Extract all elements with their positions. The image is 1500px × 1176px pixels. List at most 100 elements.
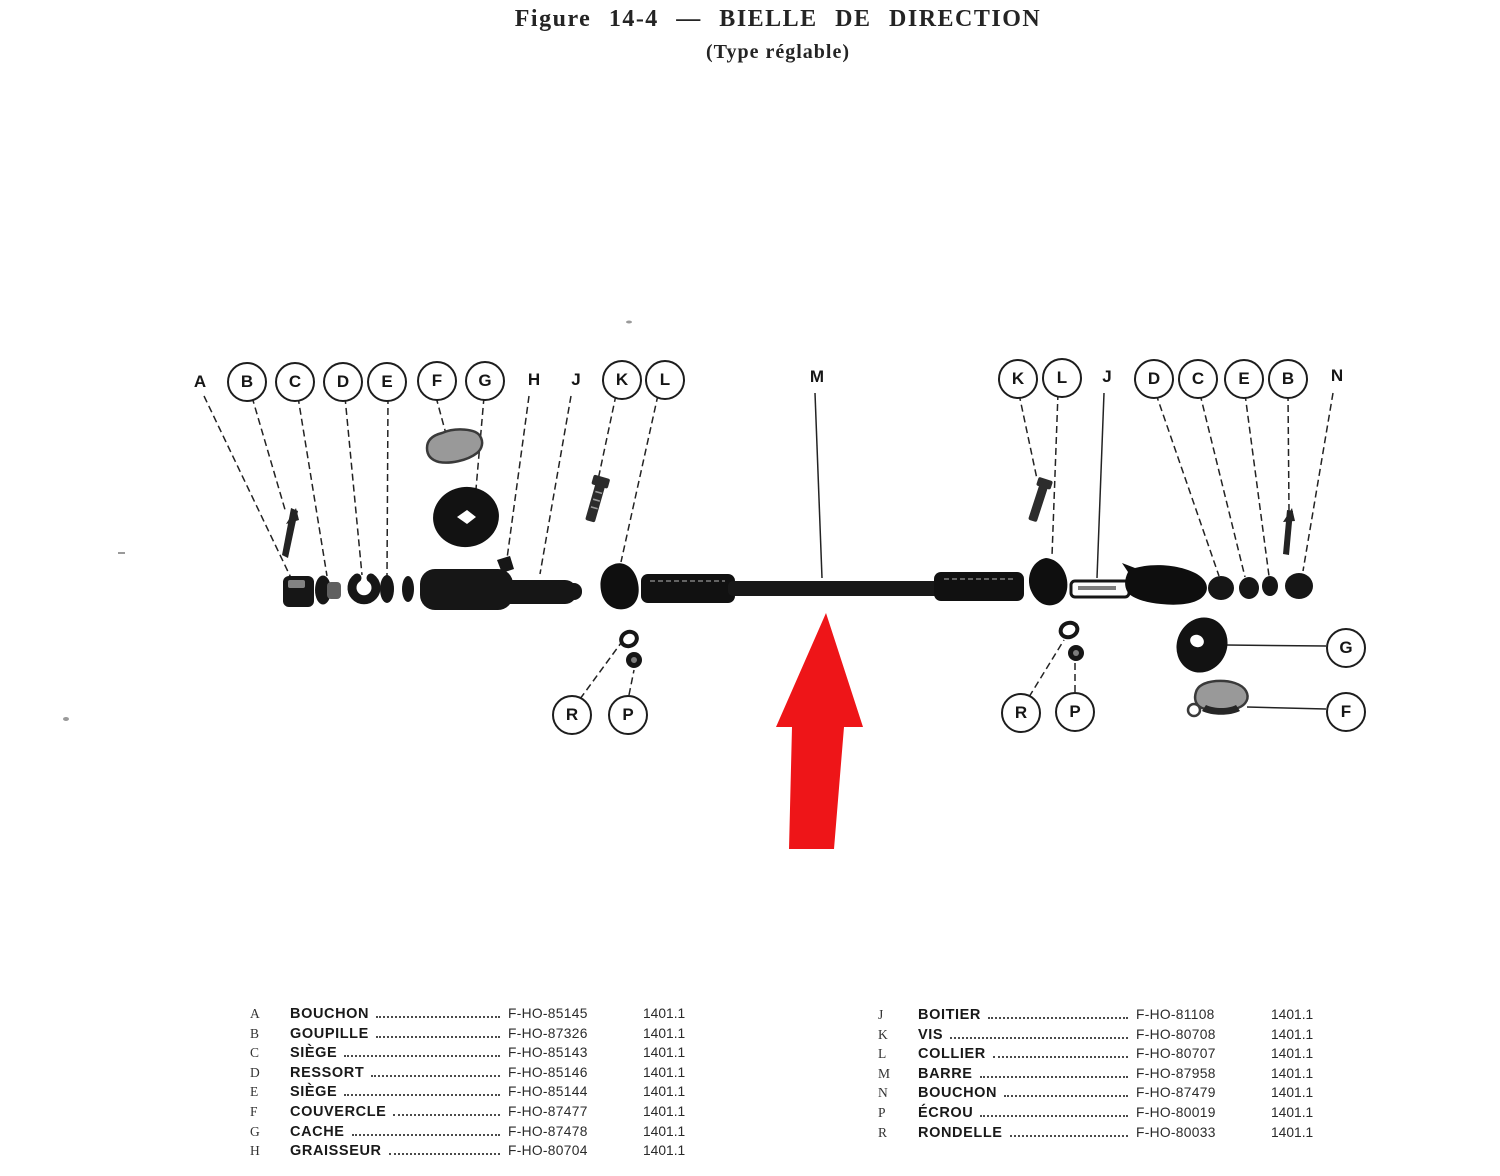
- leader-lines-solid: [814, 392, 1327, 710]
- part-number: F-HO-87478: [508, 1123, 588, 1139]
- part-number: F-HO-87326: [508, 1025, 588, 1041]
- part-boitier-left: [420, 556, 582, 610]
- part-page-ref: 1401.1: [643, 1084, 686, 1100]
- part-page-ref: 1401.1: [1271, 1124, 1314, 1140]
- part-siege-c-left: [315, 575, 341, 605]
- callout-label: M: [809, 367, 825, 386]
- callout-label: A: [193, 372, 207, 391]
- callout-label: J: [571, 370, 581, 389]
- callout-K-left: K: [602, 360, 642, 400]
- dot-leader: [351, 1133, 500, 1136]
- parts-row: E SIÈGE F-HO-85144 1401.1: [250, 1084, 710, 1104]
- red-arrow-annotation: [776, 613, 863, 849]
- dot-leader: [393, 1113, 500, 1116]
- leader-lines: [203, 392, 1334, 700]
- callout-label: N: [1330, 366, 1344, 385]
- callout-label: F: [1340, 702, 1352, 721]
- part-ressort-right: [1239, 577, 1259, 599]
- callout-label: R: [1014, 703, 1028, 722]
- callout-label: L: [1056, 368, 1068, 387]
- part-bouchon-right: [1285, 573, 1313, 599]
- callout-label: B: [240, 372, 254, 391]
- callout-label: R: [565, 705, 579, 724]
- part-siege-e-right: [1262, 576, 1278, 596]
- callout-label: J: [1102, 367, 1112, 386]
- parts-row: R RONDELLE F-HO-80033 1401.1: [878, 1125, 1338, 1145]
- callout-label: C: [288, 372, 302, 391]
- callout-J-left: J: [565, 369, 587, 391]
- part-page-ref: 1401.1: [1271, 1046, 1314, 1062]
- part-ref: M: [878, 1065, 891, 1081]
- part-number: F-HO-80019: [1136, 1104, 1216, 1120]
- dot-leader: [988, 1016, 1128, 1019]
- dot-leader: [980, 1114, 1128, 1117]
- callout-G-bottom: G: [1326, 628, 1366, 668]
- part-siege-c-right: [1208, 576, 1234, 600]
- scan-speckles: [63, 320, 632, 721]
- part-number: F-HO-87477: [508, 1103, 588, 1119]
- callout-B: B: [227, 362, 267, 402]
- part-name: COUVERCLE: [290, 1103, 387, 1120]
- callout-D: D: [323, 362, 363, 402]
- part-ref: R: [878, 1124, 888, 1140]
- dot-leader: [388, 1152, 500, 1156]
- callout-C: C: [275, 362, 315, 402]
- callout-L-right: L: [1042, 358, 1082, 398]
- callout-label: G: [478, 371, 492, 390]
- callout-H: H: [523, 369, 545, 391]
- dot-leader: [376, 1015, 500, 1018]
- part-name: COLLIER: [918, 1046, 986, 1063]
- part-couvercle-bottom: [1186, 679, 1249, 718]
- callout-label: G: [1339, 638, 1353, 657]
- part-ecrou-right: [1068, 645, 1084, 661]
- part-disc-left: [402, 576, 414, 602]
- part-number: F-HO-87479: [1136, 1085, 1216, 1101]
- callout-label: P: [622, 705, 634, 724]
- part-ecrou-left: [626, 652, 642, 668]
- callout-B-right: B: [1268, 359, 1308, 399]
- dot-leader: [950, 1036, 1128, 1039]
- part-number: F-HO-87958: [1136, 1065, 1216, 1081]
- part-cache-left: [433, 486, 499, 548]
- part-ref: A: [250, 1006, 260, 1021]
- part-number: F-HO-85143: [508, 1045, 588, 1061]
- part-ref: H: [250, 1143, 260, 1159]
- part-name: SIÈGE: [290, 1045, 338, 1062]
- part-page-ref: 1401.1: [643, 1123, 686, 1139]
- callout-R-right: R: [1001, 693, 1041, 733]
- parts-row: A BOUCHON F-HO-85145 1401.1: [250, 1006, 710, 1026]
- parts-row: B GOUPILLE F-HO-87326 1401.1: [250, 1026, 710, 1046]
- part-name: GRAISSEUR: [290, 1143, 382, 1160]
- callout-label: L: [659, 370, 671, 389]
- part-rondelle-left: [619, 629, 639, 649]
- part-siege-e-left: [380, 575, 394, 603]
- part-page-ref: 1401.1: [1271, 1007, 1314, 1022]
- callout-F-bottom: F: [1326, 692, 1366, 732]
- part-name: BOUCHON: [290, 1006, 370, 1022]
- callout-P-right: P: [1055, 692, 1095, 732]
- callout-label: E: [381, 372, 393, 391]
- part-ref: C: [250, 1045, 260, 1061]
- part-page-ref: 1401.1: [643, 1006, 686, 1021]
- part-name: RONDELLE: [918, 1124, 1003, 1141]
- part-page-ref: 1401.1: [1271, 1085, 1314, 1101]
- part-ref: L: [878, 1046, 887, 1062]
- callout-F: F: [417, 361, 457, 401]
- parts-row: C SIÈGE F-HO-85143 1401.1: [250, 1045, 710, 1065]
- part-ressort-left: [347, 573, 381, 605]
- part-ref: E: [250, 1084, 259, 1100]
- part-name: BOITIER: [918, 1007, 982, 1023]
- part-name: RESSORT: [290, 1064, 365, 1081]
- part-cache-bottom: [1176, 617, 1228, 673]
- callout-N: N: [1326, 365, 1348, 387]
- part-goupille-left: [282, 508, 299, 558]
- callout-A: A: [189, 371, 211, 393]
- part-ref: B: [250, 1025, 260, 1041]
- part-number: F-HO-85145: [508, 1006, 588, 1021]
- parts-row: N BOUCHON F-HO-87479 1401.1: [878, 1085, 1338, 1105]
- part-number: F-HO-80707: [1136, 1046, 1216, 1062]
- callout-J-right: J: [1096, 366, 1118, 388]
- part-page-ref: 1401.1: [643, 1025, 686, 1041]
